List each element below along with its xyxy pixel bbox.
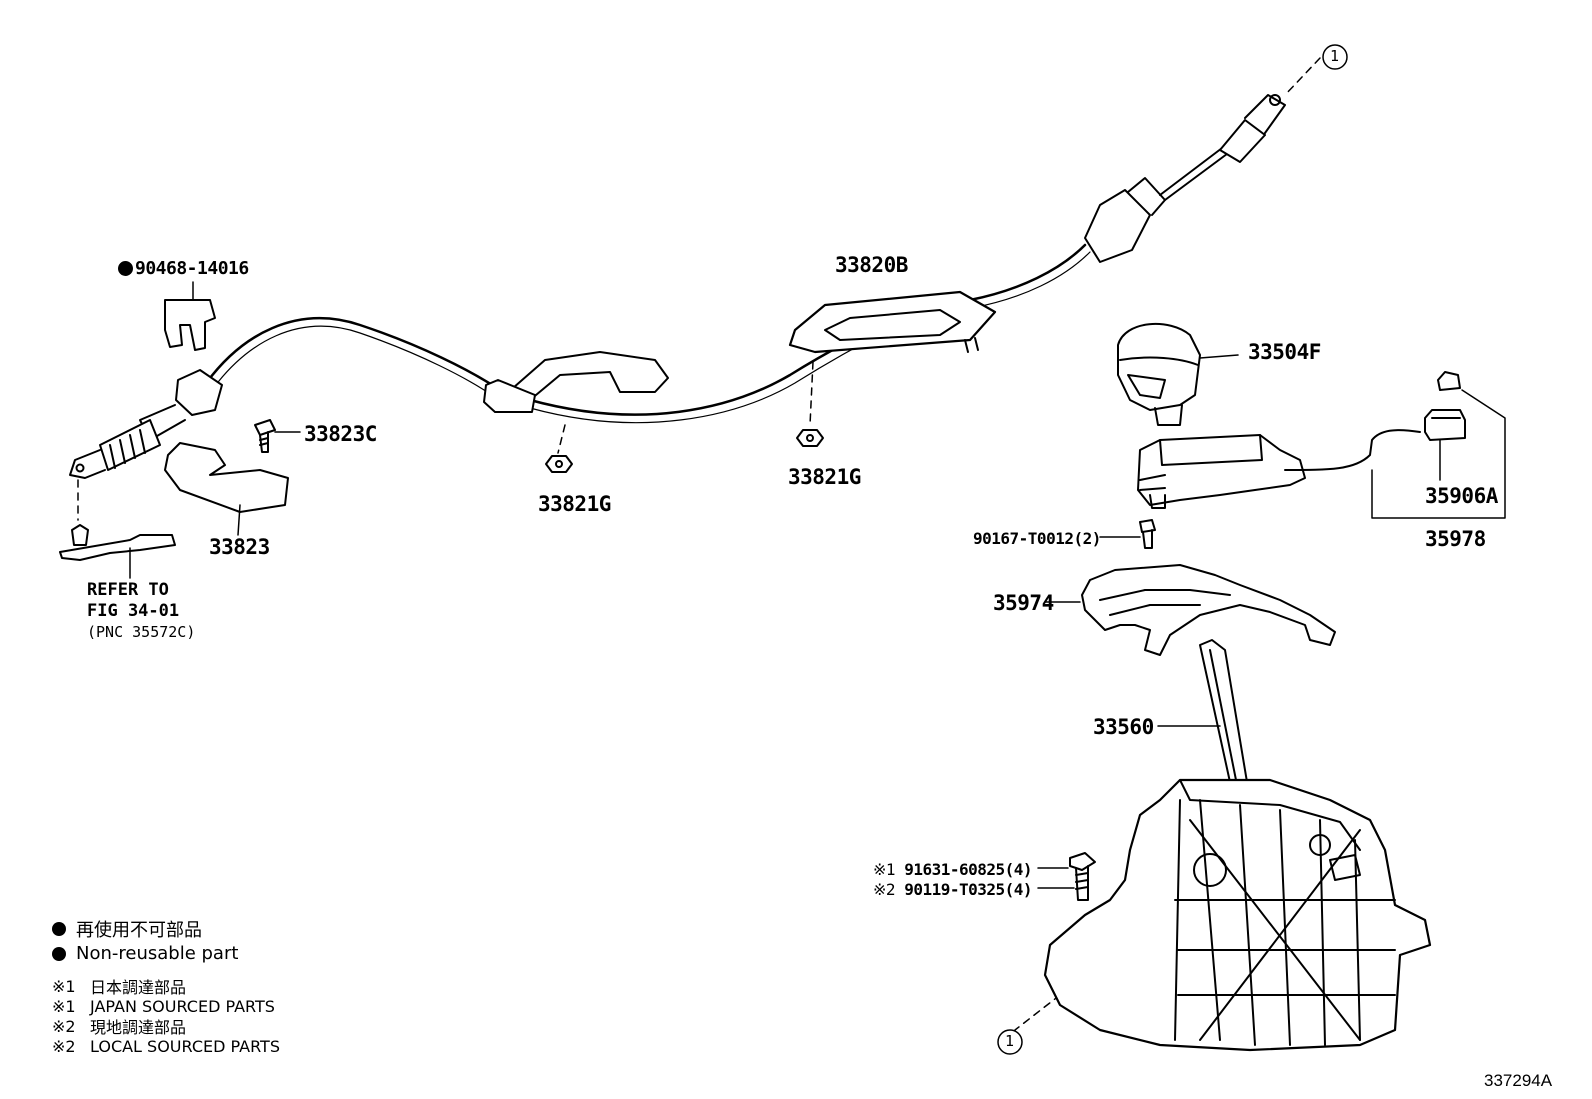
connector-mark-bottom: 1 — [1005, 1032, 1014, 1050]
label-35906A: 35906A — [1425, 484, 1498, 508]
bracket-lines-35978 — [1371, 389, 1506, 519]
nonreusable-dot-icon — [52, 946, 66, 961]
nonreusable-dot-icon — [118, 261, 133, 276]
reference-line-2: FIG 34-01 — [87, 601, 180, 621]
bolt-91631 — [1037, 852, 1096, 901]
legend-nonreusable-jp: 再使用不可部品 — [52, 916, 280, 941]
legend-nonreusable-en: Non-reusable part — [52, 941, 280, 966]
nut-33821G-left — [545, 455, 573, 473]
indicator-35974 — [1044, 564, 1336, 656]
nut-33821G-right — [796, 429, 824, 447]
connector-circles — [997, 44, 1348, 1055]
label-90468: 90468-14016 — [118, 258, 249, 279]
label-33821G-left: 33821G — [538, 492, 611, 516]
bracket-33823 — [164, 442, 289, 513]
reference-line-3: (PNC 35572C) — [87, 623, 196, 641]
lever-35572C — [59, 524, 176, 579]
leader-dashes — [77, 57, 1321, 1031]
label-35974: 35974 — [993, 591, 1054, 615]
label-90167: 90167-T0012(2) — [973, 529, 1101, 548]
bolt-33823C — [254, 419, 301, 453]
label-33823: 33823 — [209, 535, 270, 559]
screw-90167 — [1099, 519, 1156, 549]
switch-assembly — [1137, 429, 1421, 509]
label-35978: 35978 — [1425, 527, 1486, 551]
figure-id: 337294A — [1484, 1071, 1553, 1090]
label-91631: ※1 91631-60825(4) — [873, 860, 1033, 879]
nonreusable-dot-icon — [52, 921, 66, 936]
clip-90468 — [164, 299, 216, 351]
connector-mark-top: 1 — [1330, 47, 1339, 65]
label-33823C: 33823C — [304, 422, 377, 446]
knob-33504F — [1117, 322, 1239, 426]
label-33821G-right: 33821G — [788, 465, 861, 489]
label-33560: 33560 — [1093, 715, 1154, 739]
reference-note: REFER TO FIG 34-01 (PNC 35572C) — [87, 580, 195, 643]
label-33504F: 33504F — [1248, 340, 1321, 364]
connector-35906A — [1424, 371, 1466, 441]
reference-line-1: REFER TO — [87, 580, 169, 600]
label-90119: ※2 90119-T0325(4) — [873, 880, 1033, 899]
shift-lever-33560 — [1043, 639, 1432, 1052]
label-33820B: 33820B — [835, 253, 908, 277]
shift-cable-33820B — [69, 94, 1286, 479]
